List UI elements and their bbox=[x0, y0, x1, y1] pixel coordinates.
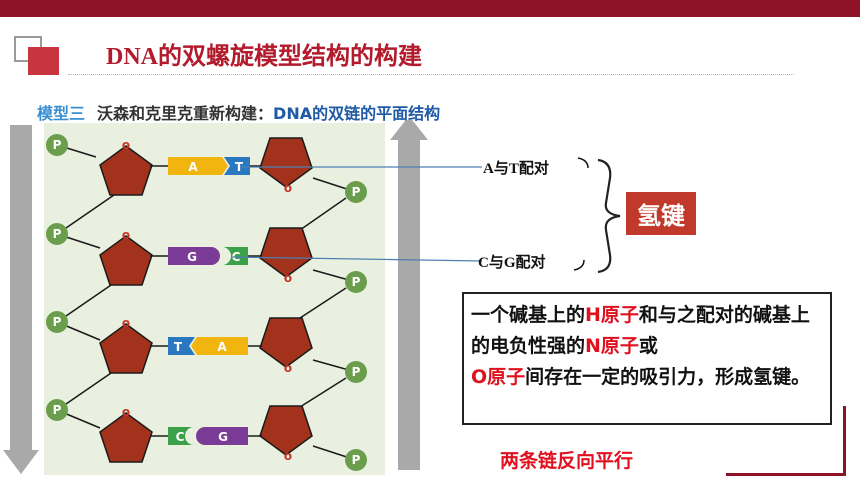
brace bbox=[597, 158, 621, 274]
phosphate-left-3: P bbox=[46, 311, 68, 333]
hook-at bbox=[577, 157, 589, 169]
phosphate-left-1: P bbox=[46, 134, 68, 156]
oxygen-label: o bbox=[122, 228, 130, 242]
pointer-line-gc bbox=[231, 256, 483, 262]
svg-text:C: C bbox=[176, 430, 185, 444]
svg-text:P: P bbox=[53, 227, 62, 241]
annotation-at: A与T配对 bbox=[483, 159, 549, 177]
base-T bbox=[168, 337, 195, 355]
o-atom: O原子 bbox=[471, 366, 526, 388]
base-C bbox=[222, 247, 248, 265]
phosphate-left-4: P bbox=[46, 399, 68, 421]
hook-gc bbox=[573, 259, 585, 271]
oxygen-label: o bbox=[122, 138, 130, 152]
page-title: DNA的双螺旋模型结构的构建 bbox=[106, 44, 422, 70]
subtitle: 模型三沃森和克里克重新构建：DNA的双链的平面结构 bbox=[37, 100, 440, 124]
svg-text:T: T bbox=[235, 160, 244, 174]
phosphate-left-2: P bbox=[46, 223, 68, 245]
oxygen-label: o bbox=[284, 361, 292, 375]
dna-diagram: o o o o o o o o P P P P P P P P A T bbox=[3, 120, 696, 475]
phosphate-right-1: P bbox=[345, 181, 367, 203]
corner-decoration bbox=[726, 406, 846, 476]
oxygen-label: o bbox=[284, 449, 292, 463]
base-G bbox=[196, 427, 248, 445]
base-pair-4: C G bbox=[150, 427, 262, 445]
base-G bbox=[168, 247, 220, 265]
explanation-text: 和与之配对的碱基上的电负性强的 bbox=[471, 304, 810, 357]
title-divider bbox=[68, 74, 794, 75]
svg-text:P: P bbox=[352, 185, 361, 199]
svg-text:P: P bbox=[53, 315, 62, 329]
oxygen-label: o bbox=[284, 181, 292, 195]
explanation-text: 一个碱基上的 bbox=[471, 304, 586, 326]
oxygen-label: o bbox=[284, 271, 292, 285]
diagram-panel bbox=[44, 123, 385, 475]
explanation-text: 间存在一定的吸引力，形成氢键。 bbox=[525, 366, 811, 388]
phosphate-right-2: P bbox=[345, 271, 367, 293]
top-banner bbox=[0, 0, 860, 17]
explanation-box: 一个碱基上的H原子和与之配对的碱基上的电负性强的N原子或 O原子间存在一定的吸引力… bbox=[462, 292, 832, 425]
svg-text:P: P bbox=[352, 365, 361, 379]
up-arrow-right-strand bbox=[390, 120, 428, 470]
base-A bbox=[168, 157, 228, 175]
svg-text:G: G bbox=[187, 250, 197, 264]
backbone-bonds bbox=[56, 144, 357, 461]
subtitle-text: 沃森和克里克重新构建： bbox=[97, 104, 274, 123]
svg-text:P: P bbox=[53, 403, 62, 417]
svg-text:T: T bbox=[174, 340, 183, 354]
oxygen-label: o bbox=[122, 316, 130, 330]
oxygen-label: o bbox=[122, 405, 130, 419]
base-pair-1: A T bbox=[150, 157, 262, 175]
n-atom: N原子 bbox=[585, 335, 639, 357]
conclusion-text: 两条链反向平行 bbox=[500, 450, 634, 472]
h-atom: H原子 bbox=[585, 304, 639, 326]
model-label: 模型三 bbox=[37, 104, 86, 123]
down-arrow-left-strand bbox=[3, 125, 39, 474]
explanation-text: 或 bbox=[638, 335, 658, 357]
svg-text:G: G bbox=[218, 430, 228, 444]
title-decoration-square bbox=[28, 47, 59, 75]
base-pair-3: T A bbox=[150, 337, 262, 355]
base-A bbox=[191, 337, 248, 355]
phosphate-right-4: P bbox=[345, 449, 367, 471]
base-C bbox=[168, 427, 194, 445]
annotation-gc: C与G配对 bbox=[478, 253, 546, 271]
svg-text:P: P bbox=[53, 138, 62, 152]
svg-text:P: P bbox=[352, 275, 361, 289]
subtitle-highlight: DNA的双链的平面结构 bbox=[273, 104, 441, 123]
phosphate-right-3: P bbox=[345, 361, 367, 383]
svg-text:氢键: 氢键 bbox=[637, 202, 685, 230]
svg-text:P: P bbox=[352, 453, 361, 467]
hydrogen-bond-box: 氢键 bbox=[626, 192, 696, 235]
svg-text:A: A bbox=[217, 340, 227, 354]
base-T bbox=[224, 157, 250, 175]
svg-text:A: A bbox=[188, 160, 198, 174]
